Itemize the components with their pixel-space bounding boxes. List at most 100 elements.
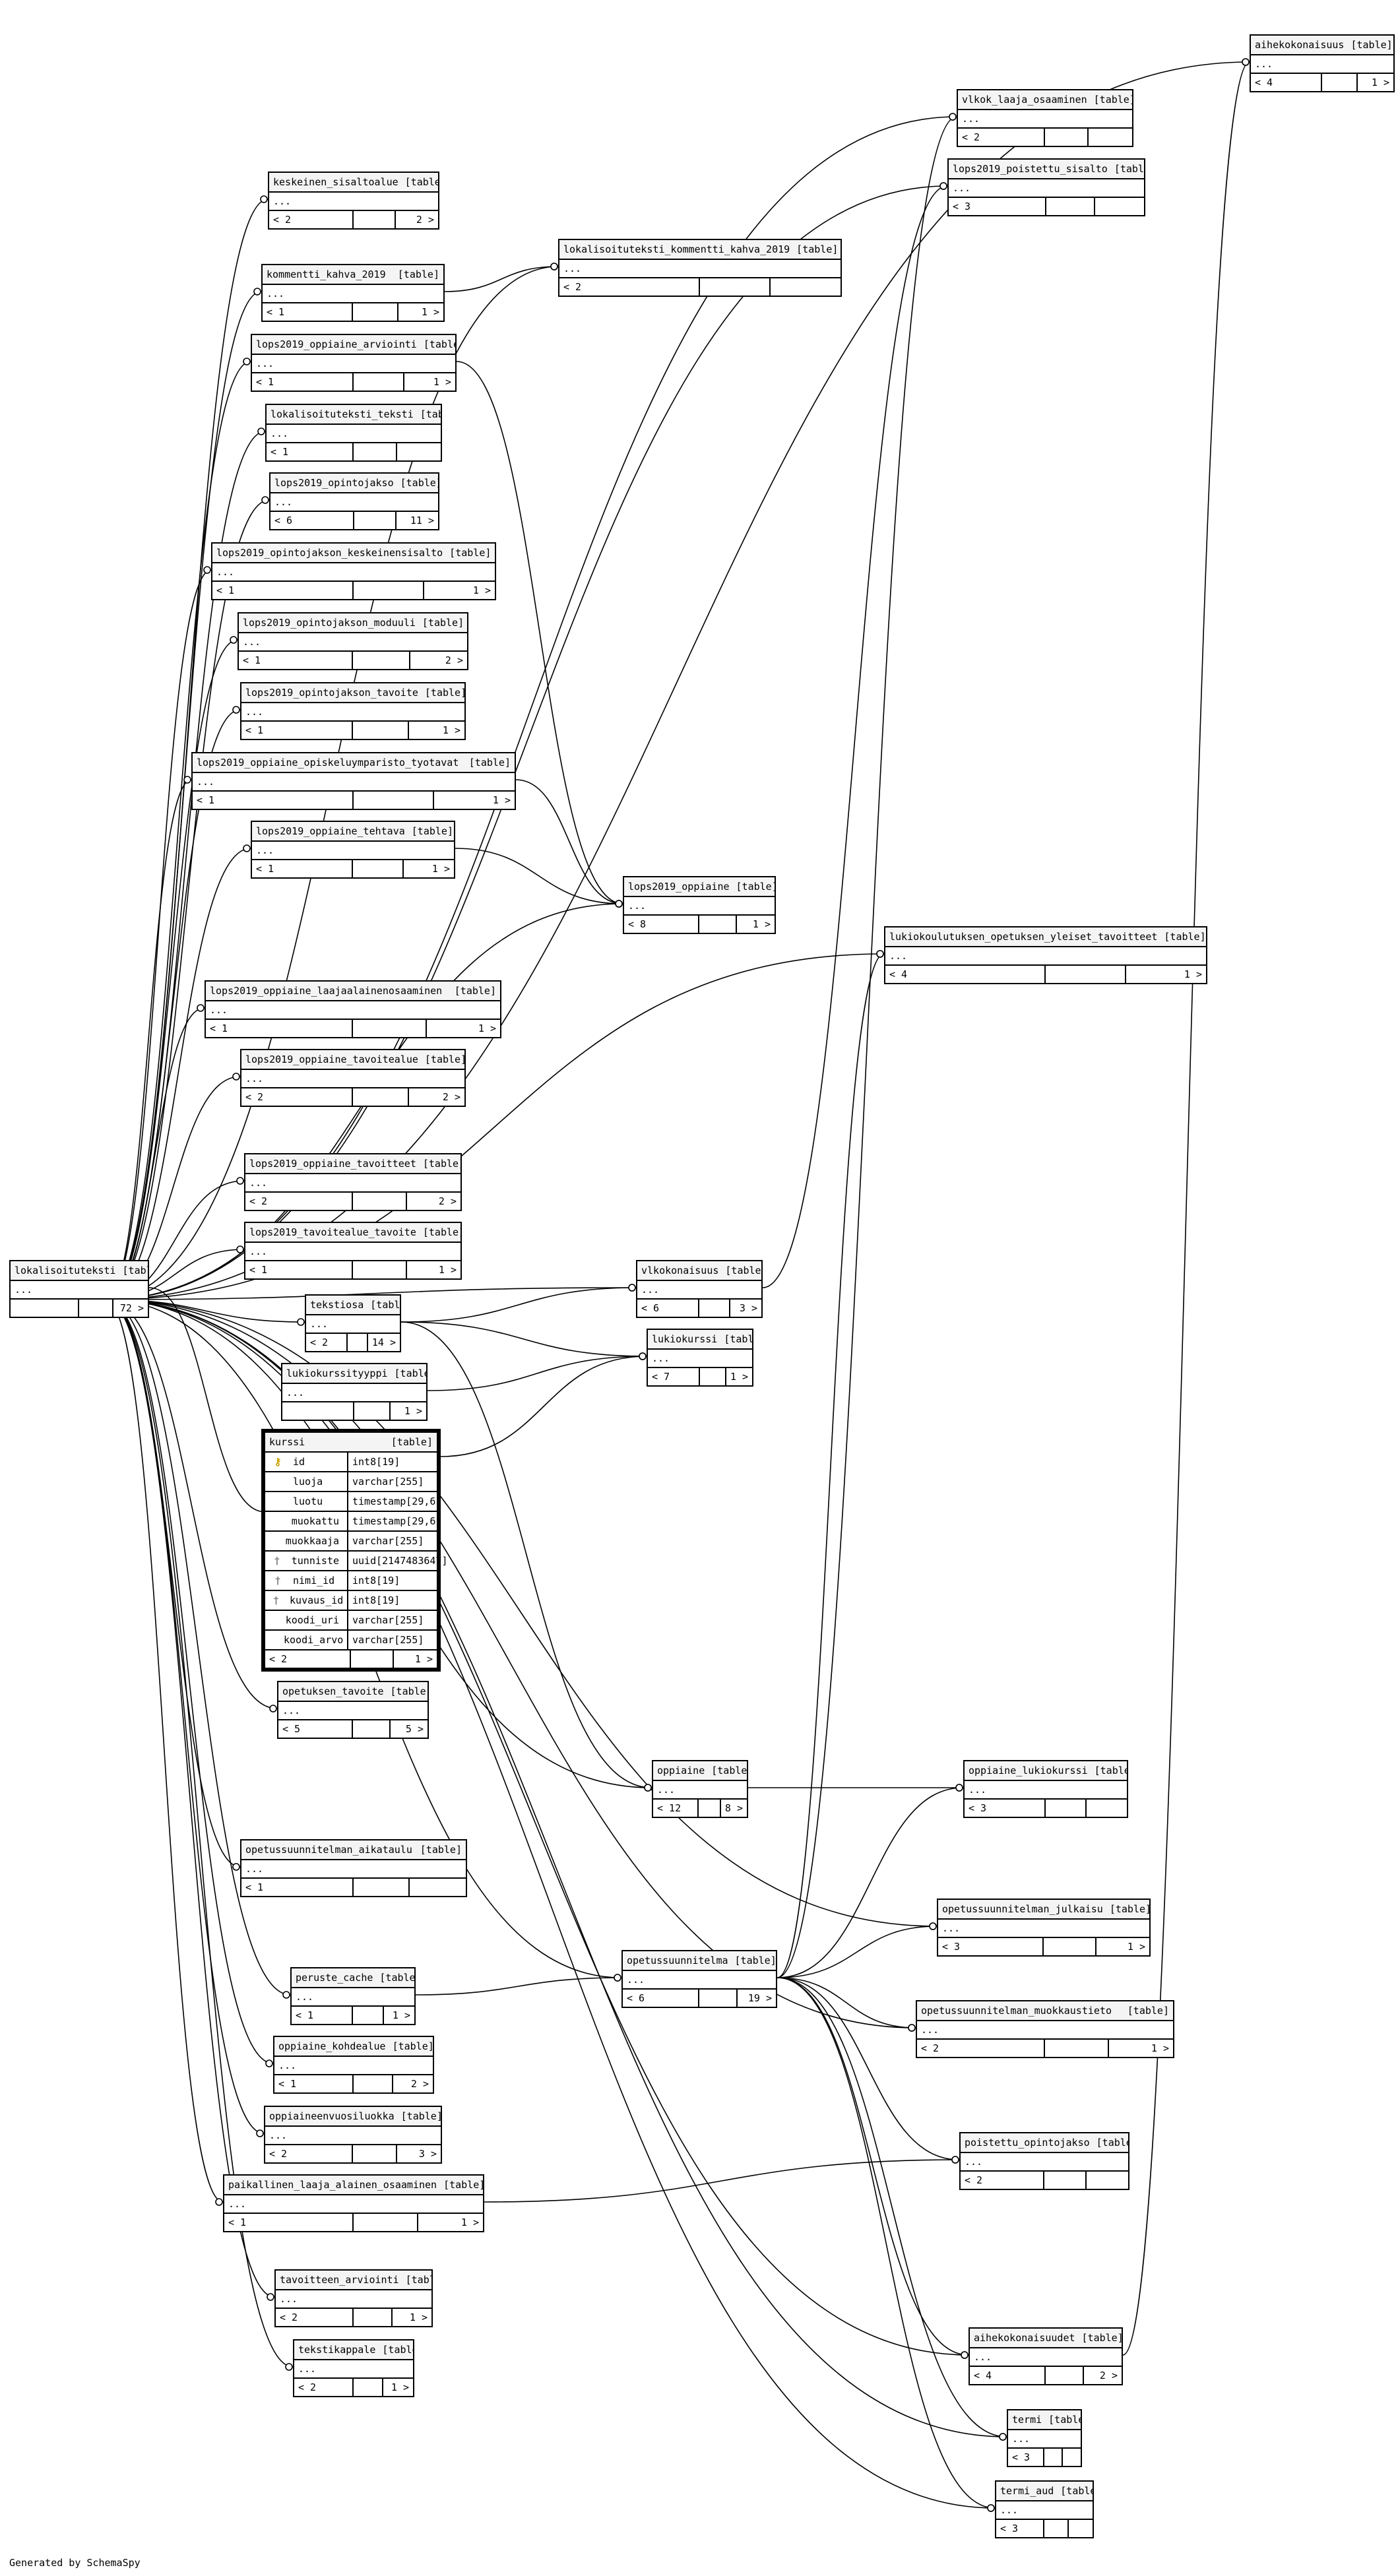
children-count[interactable]: 11 > xyxy=(410,515,434,526)
parents-count[interactable] xyxy=(282,1402,354,1420)
table-lokalisoituteksti-teksti[interactable]: lokalisoituteksti_teksti[table]...< 1 xyxy=(265,404,442,462)
parents-count[interactable]: < 2 xyxy=(559,278,700,296)
table-lukiokurssi[interactable]: lukiokurssi[table]...< 71 > xyxy=(647,1329,753,1387)
children-count[interactable]: 1 > xyxy=(431,863,450,875)
children-count[interactable]: 8 > xyxy=(724,1802,743,1814)
table-lops2019-opintojakson-moduuli[interactable]: lops2019_opintojakson_moduuli[table]...<… xyxy=(238,612,468,670)
children-count[interactable]: 1 > xyxy=(433,376,451,388)
table-tavoitteen-arviointi[interactable]: tavoitteen_arviointi[table]...< 21 > xyxy=(274,2269,433,2327)
parents-count[interactable]: < 4 xyxy=(970,2367,1046,2384)
parents-count[interactable]: < 2 xyxy=(961,2172,1044,2189)
children-count[interactable] xyxy=(1095,198,1144,215)
parents-count[interactable]: < 1 xyxy=(224,2214,354,2231)
children-count[interactable] xyxy=(1087,2172,1129,2189)
parents-count[interactable] xyxy=(11,1300,79,1317)
parents-count[interactable]: < 2 xyxy=(241,1088,353,1106)
children-count[interactable]: 1 > xyxy=(1371,77,1389,88)
parents-count[interactable]: < 4 xyxy=(885,966,1046,983)
children-count[interactable]: 72 > xyxy=(119,1302,144,1314)
parents-count[interactable]: < 3 xyxy=(965,1800,1046,1817)
children-count[interactable]: 1 > xyxy=(478,1022,496,1034)
parents-count[interactable]: < 12 xyxy=(653,1800,699,1817)
table-lukiokurssityyppi[interactable]: lukiokurssityyppi[table]...1 > xyxy=(281,1363,428,1421)
table-lops2019-oppiaine-laajaalainenosaaminen[interactable]: lops2019_oppiaine_laajaalainenosaaminen[… xyxy=(205,980,501,1038)
children-count[interactable]: 1 > xyxy=(1184,968,1202,980)
table-lukiokoulutuksen-opetuksen-yleiset-tavoitteet[interactable]: lukiokoulutuksen_opetuksen_yleiset_tavoi… xyxy=(884,926,1207,984)
parents-count[interactable]: < 2 xyxy=(276,2309,354,2326)
children-count[interactable]: 2 > xyxy=(445,654,463,666)
table-lops2019-oppiaine-tavoitteet[interactable]: lops2019_oppiaine_tavoitteet[table]...< … xyxy=(244,1153,462,1211)
table-lops2019-poistettu-sisalto[interactable]: lops2019_poistettu_sisalto[table]...< 3 xyxy=(947,158,1145,216)
parents-count[interactable]: < 4 xyxy=(1251,74,1322,91)
parents-count[interactable]: < 1 xyxy=(245,1261,353,1278)
parents-count[interactable]: < 6 xyxy=(623,1990,699,2007)
children-count[interactable] xyxy=(1063,2449,1081,2466)
children-count[interactable]: 1 > xyxy=(391,2381,409,2393)
children-count[interactable]: 19 > xyxy=(747,1992,772,2004)
children-count[interactable]: 1 > xyxy=(438,1264,457,1276)
table-lokalisoituteksti-kommentti-kahva-2019[interactable]: lokalisoituteksti_kommentti_kahva_2019[t… xyxy=(558,239,842,297)
parents-count[interactable]: < 3 xyxy=(1008,2449,1044,2466)
parents-count[interactable]: < 2 xyxy=(294,2379,354,2396)
children-count[interactable]: 1 > xyxy=(392,2009,410,2021)
parents-count[interactable]: < 1 xyxy=(241,722,353,739)
parents-count[interactable]: < 6 xyxy=(637,1300,699,1317)
parents-count[interactable]: < 2 xyxy=(269,211,354,228)
table-tekstiosa[interactable]: tekstiosa[table]...< 214 > xyxy=(305,1294,401,1352)
children-count[interactable]: 1 > xyxy=(414,1653,433,1665)
children-count[interactable] xyxy=(397,443,441,460)
table-termi[interactable]: termi[table]...< 3 xyxy=(1007,2409,1082,2467)
table-lops2019-tavoitealue-tavoite[interactable]: lops2019_tavoitealue_tavoite[table]...< … xyxy=(244,1222,462,1280)
children-count[interactable]: 1 > xyxy=(752,918,771,930)
table-oppiaine-lukiokurssi[interactable]: oppiaine_lukiokurssi[table]...< 3 xyxy=(963,1760,1128,1818)
parents-count[interactable]: < 3 xyxy=(949,198,1046,215)
parents-count[interactable]: < 1 xyxy=(267,443,354,460)
table-termi-aud[interactable]: termi_aud[table]...< 3 xyxy=(995,2480,1094,2538)
parents-count[interactable]: < 2 xyxy=(958,129,1045,146)
table-opetussuunnitelman-aikataulu[interactable]: opetussuunnitelman_aikataulu[table]...< … xyxy=(240,1839,467,1897)
children-count[interactable]: 1 > xyxy=(1127,1941,1145,1953)
parents-count[interactable]: < 1 xyxy=(292,2007,353,2024)
table-lokalisoituteksti[interactable]: lokalisoituteksti[table]...72 > xyxy=(9,1260,149,1318)
table-paikallinen-laaja-alainen-osaaminen[interactable]: paikallinen_laaja_alainen_osaaminen[tabl… xyxy=(223,2174,484,2232)
children-count[interactable]: 2 > xyxy=(410,2078,429,2090)
table-poistettu-opintojakso[interactable]: poistettu_opintojakso[table]...< 2 xyxy=(959,2132,1129,2190)
table-lops2019-oppiaine-opiskeluymparisto-tyotavat[interactable]: lops2019_oppiaine_opiskeluymparisto_tyot… xyxy=(191,752,516,810)
children-count[interactable]: 5 > xyxy=(405,1723,424,1735)
table-opetuksen-tavoite[interactable]: opetuksen_tavoite[table]...< 55 > xyxy=(277,1681,429,1739)
children-count[interactable]: 2 > xyxy=(1099,2370,1118,2381)
parents-count[interactable]: < 1 xyxy=(274,2075,354,2092)
children-count[interactable]: 1 > xyxy=(409,2311,428,2323)
parents-count[interactable]: < 1 xyxy=(212,582,354,599)
children-count[interactable]: 3 > xyxy=(418,2148,437,2160)
parents-count[interactable]: < 1 xyxy=(239,652,353,669)
children-count[interactable]: 1 > xyxy=(442,724,461,736)
parents-count[interactable]: < 3 xyxy=(938,1938,1044,1955)
parents-count[interactable]: < 2 xyxy=(245,1193,353,1210)
children-count[interactable]: 1 > xyxy=(461,2216,479,2228)
parents-count[interactable]: < 1 xyxy=(193,792,354,809)
children-count[interactable]: 3 > xyxy=(739,1302,757,1314)
children-count[interactable]: 1 > xyxy=(421,306,439,318)
parents-count[interactable]: < 6 xyxy=(270,512,354,529)
parents-count[interactable]: < 2 xyxy=(306,1334,348,1351)
children-count[interactable]: 1 > xyxy=(1151,2042,1169,2054)
children-count[interactable]: 2 > xyxy=(416,214,434,226)
parents-count[interactable]: < 2 xyxy=(917,2040,1045,2057)
children-count[interactable] xyxy=(1069,2520,1093,2537)
table-lops2019-oppiaine-arviointi[interactable]: lops2019_oppiaine_arviointi[table]...< 1… xyxy=(251,334,457,392)
parents-count[interactable]: < 3 xyxy=(996,2520,1044,2537)
table-vlkokonaisuus[interactable]: vlkokonaisuus[table]...< 63 > xyxy=(636,1260,763,1318)
table-opetussuunnitelman-julkaisu[interactable]: opetussuunnitelman_julkaisu[table]...< 3… xyxy=(937,1899,1151,1957)
table-tekstikappale[interactable]: tekstikappale[table]...< 21 > xyxy=(293,2339,414,2397)
children-count[interactable] xyxy=(1087,1800,1128,1817)
table-peruste-cache[interactable]: peruste_cache[table]...< 11 > xyxy=(290,1967,416,2025)
parents-count[interactable]: < 1 xyxy=(252,860,353,877)
